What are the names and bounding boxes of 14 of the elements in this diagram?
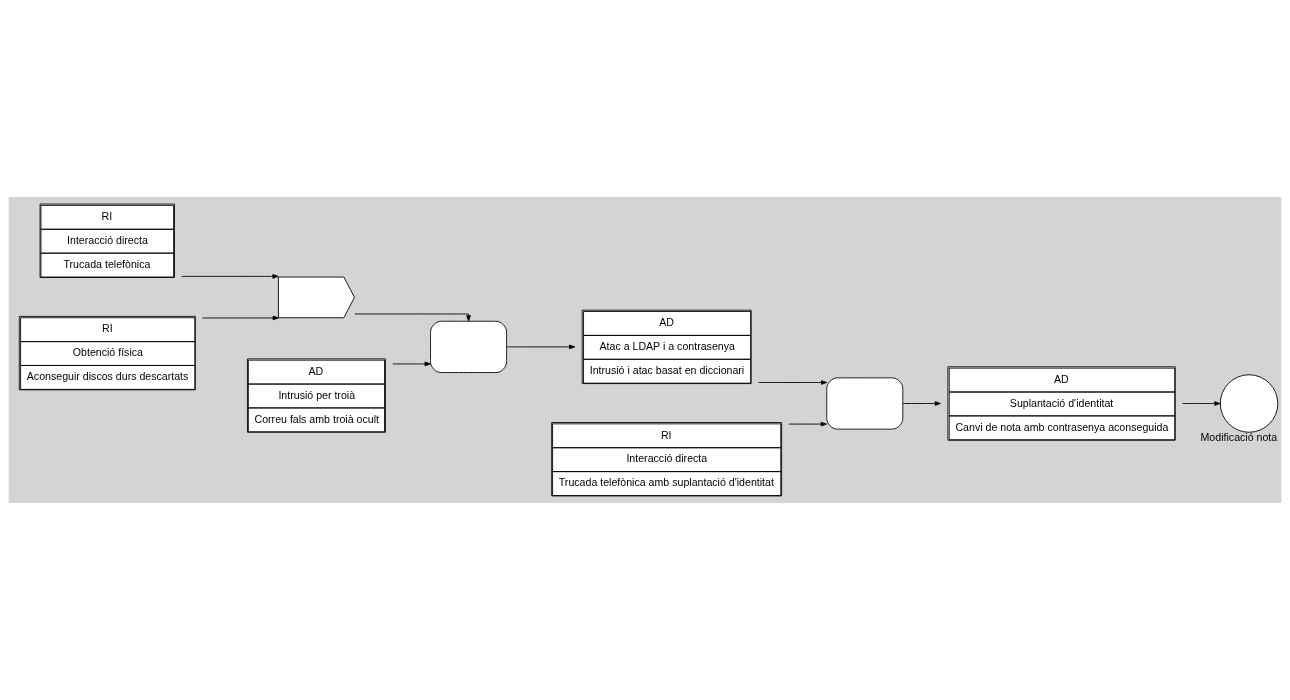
node-and-gate — [826, 377, 904, 430]
arrow — [902, 401, 941, 406]
arrow — [1181, 401, 1221, 406]
node-label: Modificació nota — [1200, 430, 1278, 443]
arrow — [201, 315, 279, 321]
arrow — [354, 313, 471, 322]
arrow — [788, 421, 827, 427]
arrow — [758, 380, 828, 385]
node-and-gate — [430, 320, 508, 373]
arrow — [181, 274, 279, 279]
arrow — [506, 344, 576, 350]
arrow — [392, 361, 431, 367]
node-circle — [1219, 374, 1279, 433]
node-or-gate — [278, 276, 355, 319]
